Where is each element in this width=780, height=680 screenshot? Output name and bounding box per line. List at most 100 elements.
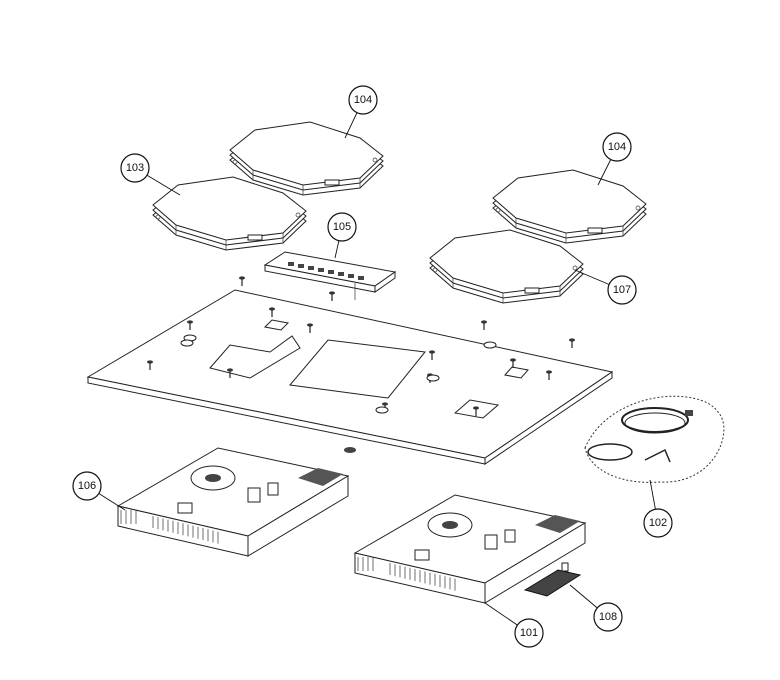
chip (288, 262, 294, 266)
tray-cutout (263, 319, 290, 331)
callout-108: 108 (569, 584, 623, 632)
callout-circle (348, 85, 378, 115)
callout-104b: 104 (597, 132, 632, 186)
tray-side-edge (484, 371, 613, 465)
callout-circle (514, 618, 544, 648)
screw-head (569, 338, 575, 342)
coil-connector (524, 287, 540, 294)
callout-label: 106 (78, 480, 96, 492)
callout-circle (120, 153, 150, 183)
board-side (374, 271, 396, 293)
callout-circle (593, 602, 623, 632)
callout-circle (72, 471, 102, 501)
callout-label: 107 (613, 284, 631, 296)
screw-head (329, 291, 335, 295)
parts-layer (86, 121, 725, 604)
power-module-101 (353, 494, 587, 604)
callout-106: 106 (72, 471, 126, 511)
callout-circle (602, 132, 632, 162)
grommet (344, 447, 356, 453)
callout-label: 103 (126, 162, 144, 174)
screw-head (473, 406, 479, 410)
heatsink (535, 515, 580, 533)
chip (318, 268, 324, 272)
component (247, 487, 261, 503)
heatsink (298, 468, 343, 486)
coil-104-right (492, 169, 647, 244)
tray-cutout (289, 339, 426, 399)
mount-hole (232, 159, 238, 165)
fan-hub (442, 521, 458, 529)
component (504, 529, 516, 543)
cable-set-boundary (584, 395, 725, 483)
screw-head (147, 360, 153, 364)
coil-connector (587, 227, 603, 234)
callout-label: 102 (649, 517, 667, 529)
chip (328, 270, 334, 274)
callout-circle (607, 275, 637, 305)
power-module-106 (116, 447, 350, 557)
cable-plug (685, 410, 693, 416)
component (267, 482, 279, 496)
coil-107 (429, 229, 584, 304)
screw-head (187, 320, 193, 324)
screw-head (307, 323, 313, 327)
tray-cutout (209, 335, 301, 379)
callout-circle (327, 212, 357, 242)
callout-label: 105 (333, 221, 351, 233)
callout-circle (643, 508, 673, 538)
tray-cutout (504, 366, 529, 379)
screw-head (227, 368, 233, 372)
callout-103: 103 (120, 153, 181, 196)
screw-head (382, 402, 388, 406)
callout-107: 107 (574, 269, 637, 305)
main-tray (86, 276, 614, 465)
screw-head (481, 320, 487, 324)
chip (348, 274, 354, 278)
component (177, 502, 193, 514)
cable-loop (621, 407, 689, 433)
mount-hole (635, 205, 641, 211)
callout-label: 104 (354, 94, 372, 106)
chip (308, 266, 314, 270)
callout-label: 104 (608, 141, 626, 153)
cable-loop (587, 443, 633, 461)
screw-head (510, 358, 516, 362)
board (523, 569, 582, 597)
screw-head (239, 276, 245, 280)
coil-top-surface (429, 229, 584, 294)
tray-boss (483, 341, 497, 349)
component (414, 549, 430, 561)
screw-head (269, 307, 275, 311)
chip (338, 272, 344, 276)
module-side (484, 522, 586, 604)
screw-head (546, 370, 552, 374)
chip (358, 276, 364, 280)
chip (298, 264, 304, 268)
tray-boss (180, 339, 194, 347)
mount-hole (155, 214, 161, 220)
cable-set-102 (584, 395, 725, 483)
mount-hole (495, 207, 501, 213)
callout-101: 101 (484, 602, 544, 648)
cable-connector (644, 448, 671, 463)
mount-hole (295, 212, 301, 218)
tray-boss (375, 406, 389, 414)
cable-loop (624, 412, 686, 434)
module-side (247, 475, 349, 557)
component (484, 534, 498, 550)
screw-head (429, 350, 435, 354)
coil-top-surface (152, 176, 307, 241)
callout-105: 105 (327, 212, 357, 259)
mount-hole (372, 157, 378, 163)
coil-connector (324, 179, 340, 186)
small-board-108 (523, 562, 582, 597)
mount-hole (432, 267, 438, 273)
board-clip (561, 562, 569, 572)
coil-connector (247, 234, 263, 241)
callouts-layer: 104 103 104 105 107 106 102 108 101 (72, 85, 673, 648)
tray-boss (426, 374, 440, 382)
control-board-105 (263, 251, 397, 300)
callout-102: 102 (643, 479, 673, 538)
